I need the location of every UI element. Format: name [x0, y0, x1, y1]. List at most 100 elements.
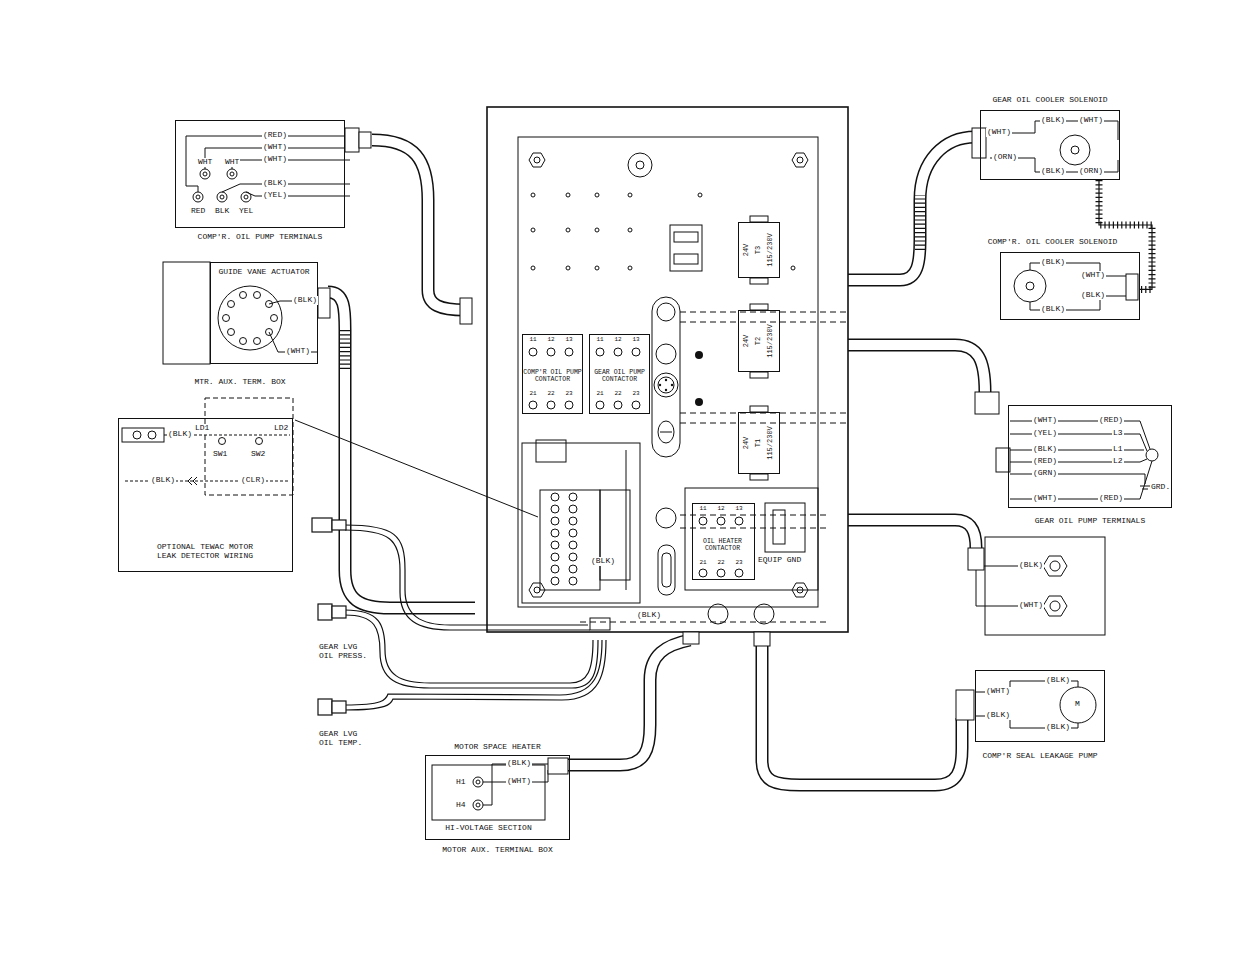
terminal-screw: [632, 401, 640, 409]
terminal-screw: [551, 493, 559, 501]
wire-label: BLK: [214, 207, 230, 216]
wire-label: (ORN): [1078, 167, 1104, 176]
switch-box: [968, 548, 984, 570]
control-panel: [652, 297, 680, 457]
solenoid-wiring: [1060, 135, 1090, 165]
switch-box: [1043, 556, 1067, 576]
transformer-tab: [750, 216, 768, 480]
sensor-cable: [345, 640, 606, 710]
terminal-screw: [547, 401, 555, 409]
contactor: 111213COMP'R OIL PUMP CONTACTOR212223: [522, 334, 583, 414]
node-text: 22: [543, 391, 559, 398]
wire-label: (BLK): [590, 557, 616, 566]
actuator: [254, 338, 261, 345]
hidden-wire: [680, 312, 848, 313]
hidden-wire: [580, 622, 830, 623]
control-panel: [595, 266, 599, 270]
terminal-screw: [717, 517, 725, 525]
solenoid-box: COMP'R. OIL COOLER SOLENOID: [1000, 252, 1140, 320]
wire-label: (WHT): [986, 128, 1012, 137]
panel-dot: [671, 384, 673, 386]
control-panel: [566, 193, 570, 197]
coil-turns: [1099, 180, 1152, 289]
terminal-screw: [569, 553, 577, 561]
conduit: [848, 345, 985, 392]
node-text: OIL HEATER CONTACTOR: [693, 538, 752, 552]
sensor: [332, 701, 346, 713]
wire-label: (BLK): [506, 759, 532, 768]
gear-pump-wiring: [1146, 449, 1158, 461]
switch-box: [1050, 601, 1060, 611]
pump-terminal-wiring: [345, 128, 359, 152]
control-panel: [791, 266, 795, 270]
space-heater-wiring: [483, 764, 548, 805]
rating-text: 115/230V: [767, 233, 775, 267]
control-panel: [792, 153, 808, 167]
gear-pump-wiring: [1140, 486, 1150, 489]
terminal-screw: [565, 348, 573, 356]
wire-label: (WHT): [1078, 116, 1104, 125]
control-panel: [590, 618, 610, 630]
gear-pump-wiring: [1010, 421, 1150, 449]
transformer-tab: [750, 278, 768, 284]
contactor: 111213GEAR OIL PUMP CONTACTOR212223: [589, 334, 650, 414]
terminal-screw: [614, 348, 622, 356]
wire-label: (GRN): [1032, 469, 1058, 478]
control-panel: [656, 344, 676, 364]
leader-line: [295, 420, 538, 517]
control-panel: [670, 225, 702, 271]
solenoid-wiring: [1071, 146, 1079, 154]
leak-detector-wiring: [122, 398, 293, 495]
space-heater-wiring: [476, 803, 480, 807]
wire-label: (WHT): [506, 777, 532, 786]
node-title: OPTIONAL TEWAC MOTOR LEAK DETECTOR WIRIN…: [150, 543, 260, 561]
terminal-screw: [596, 401, 604, 409]
terminal-screw: [735, 569, 743, 577]
leader-line: [295, 420, 538, 517]
wire-label: (RED): [1032, 457, 1058, 466]
wire-label: (BLK): [1045, 723, 1071, 732]
node-text: 23: [561, 391, 577, 398]
gear-pump-wiring: [975, 392, 999, 414]
control-panel: [531, 266, 535, 270]
conduit: [372, 140, 465, 310]
conduit: [762, 645, 962, 785]
control-panel: [656, 508, 676, 528]
space-heater-wiring: [548, 758, 568, 774]
control-panel: [662, 553, 671, 587]
wire-label: (WHT): [262, 143, 288, 152]
pump-terminal-wiring: [244, 195, 248, 199]
wire-label: H1: [455, 778, 467, 787]
hidden-wire: [680, 528, 830, 529]
switch-box: [1050, 561, 1060, 571]
solenoid-wiring: [1026, 282, 1034, 290]
control-panel: [792, 583, 808, 597]
wire-label: WHT: [197, 158, 213, 167]
sensor-cable: [345, 615, 598, 688]
control-panel: [566, 266, 570, 270]
gear-pump-wiring: [1010, 434, 1147, 451]
wire-label: (WHT): [1032, 416, 1058, 425]
wire-label: (BLK): [1040, 305, 1066, 314]
wire-label: (BLK): [1080, 291, 1106, 300]
control-panel: [534, 587, 540, 593]
actuator: [163, 262, 210, 364]
control-panel: [534, 157, 540, 163]
actuator: [240, 292, 247, 299]
control-panel: [797, 157, 803, 163]
conduit-coil: [340, 330, 350, 370]
terminal-screw: [529, 348, 537, 356]
pump-terminal-wiring: [193, 192, 203, 202]
transformer: 24VT2115/230V: [738, 310, 780, 372]
node-text: 22: [713, 560, 729, 567]
sensor-cable: [345, 530, 590, 630]
control-panel: [754, 632, 770, 646]
gear-pump-wiring: [1010, 474, 1145, 484]
node-title: 11: [695, 506, 711, 513]
terminal-screw: [529, 401, 537, 409]
wire-label: YEL: [238, 207, 254, 216]
conduit: [328, 292, 475, 608]
rating-text: 24V: [743, 335, 751, 348]
terminal-box: MOTOR SPACE HEATERHI-VOLTAGE SECTIONMOTO…: [425, 755, 570, 840]
wire-label: (WHT): [1032, 494, 1058, 503]
